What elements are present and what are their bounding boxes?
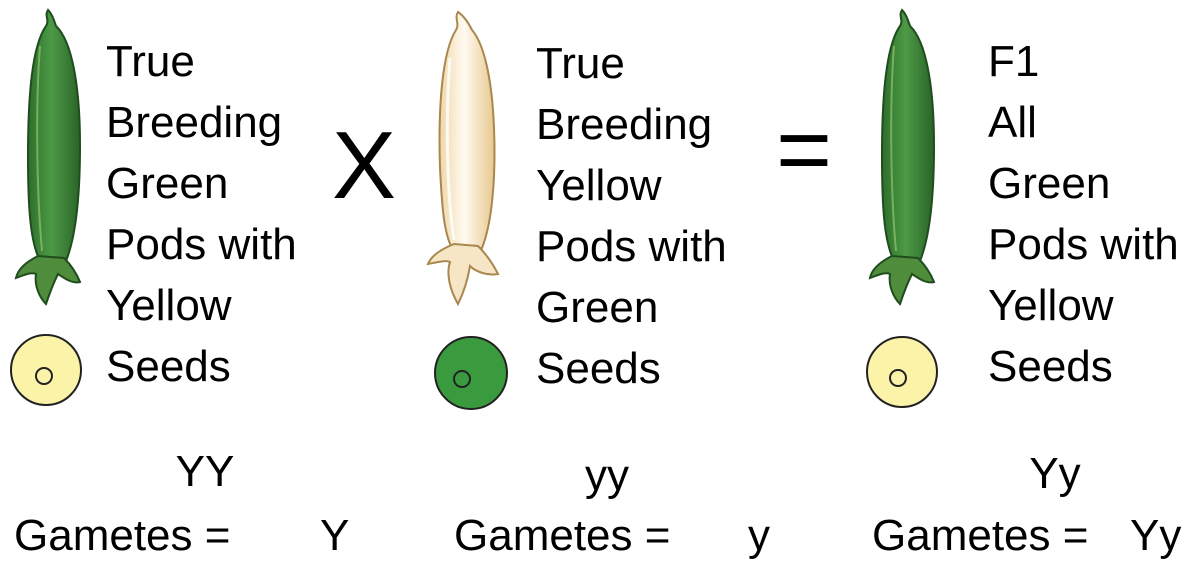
green-pea-pod-icon [868, 8, 936, 306]
parent2-description: True Breeding Yellow Pods with Green See… [536, 33, 727, 399]
offspring-gametes-value: Yy [1130, 511, 1182, 560]
parent1-line-6: Seeds [106, 342, 231, 391]
parent2-line-1: True [536, 39, 625, 88]
parent1-gametes-value: Y [320, 511, 350, 560]
parent2-line-3: Yellow [536, 161, 662, 210]
parent1-line-3: Green [106, 159, 229, 208]
offspring-line-4: Pods with [988, 220, 1179, 269]
green-pea-pod-icon [14, 8, 82, 306]
offspring-line-6: Seeds [988, 342, 1113, 391]
equals-symbol: = [776, 96, 833, 203]
offspring-line-2: All [988, 98, 1037, 147]
parent1-description: True Breeding Green Pods with Yellow See… [106, 31, 297, 397]
green-seed-icon [434, 336, 508, 410]
yellow-seed-icon [10, 334, 82, 406]
cross-symbol: X [332, 112, 397, 219]
offspring-genotype: Yy [1029, 449, 1081, 498]
parent2-line-6: Seeds [536, 344, 661, 393]
parent2-line-4: Pods with [536, 222, 727, 271]
parent1-line-4: Pods with [106, 220, 297, 269]
offspring-line-1: F1 [988, 37, 1040, 86]
offspring-line-3: Green [988, 159, 1111, 208]
offspring-description: F1 All Green Pods with Yellow Seeds [988, 31, 1179, 397]
parent2-gametes-label: Gametes = [454, 511, 671, 560]
yellow-pea-pod-icon [426, 10, 500, 307]
parent1-genotype: YY [175, 447, 235, 496]
offspring-gametes-label: Gametes = [872, 511, 1089, 560]
offspring-line-5: Yellow [988, 281, 1114, 330]
parent1-line-2: Breeding [106, 98, 283, 147]
yellow-seed-icon [866, 336, 938, 408]
parent2-genotype: yy [585, 451, 629, 500]
parent1-gametes-label: Gametes = [14, 511, 231, 560]
parent2-line-2: Breeding [536, 100, 713, 149]
parent1-line-1: True [106, 37, 195, 86]
parent1-line-5: Yellow [106, 281, 232, 330]
parent2-line-5: Green [536, 283, 659, 332]
parent2-gametes-value: y [748, 511, 770, 560]
